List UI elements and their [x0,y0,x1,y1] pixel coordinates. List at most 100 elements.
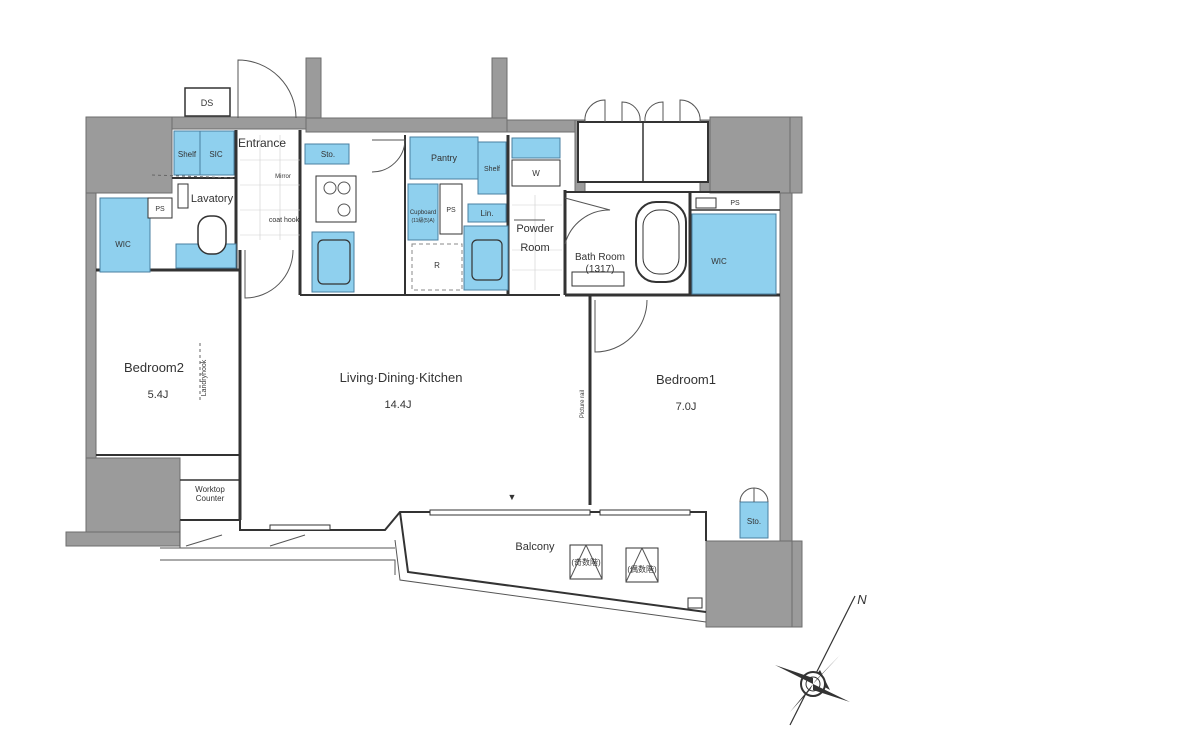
column-bottom-left [85,457,181,547]
powder-vanity-block [463,225,509,291]
sto-balcony-block [739,501,769,539]
label-refrigerator: R [434,261,440,270]
door-bed2-balcony [185,534,223,547]
partitions [96,130,780,520]
column-bottom-right [705,540,793,628]
sliding-window-ldk [429,509,591,516]
label-picture-rail: Picture rail [580,390,586,418]
label-powder-2: Room [520,242,549,254]
label-worktop-2: Counter [196,494,225,503]
label-bath-2: (1317) [586,264,615,275]
marker-arrow: ▼ [508,492,517,502]
label-wic-left: WIC [115,240,131,249]
door-sto-1 [739,487,755,503]
stove [315,175,357,223]
sliding-window-bed1 [599,509,691,516]
kitchen-sink [317,239,351,285]
cupboard-block [407,183,439,241]
label-pantry: Pantry [431,153,458,163]
label-powder-1: Powder [516,223,554,235]
door-entry-hall [244,249,294,299]
ps-left-box [147,197,173,219]
label-ps-kitchen: PS [446,207,456,214]
labels: DS Entrance Shelf SIC Sto. Mirror coat h… [115,98,867,607]
label-sto-entry: Sto. [321,150,335,159]
label-ps-left: PS [155,206,165,213]
label-bedroom1-size: 7.0J [676,401,697,413]
label-entrance: Entrance [238,136,286,150]
label-ldk-size: 14.4J [385,399,412,411]
balcony-area [160,509,707,623]
label-bath-1: Bath Room [575,252,625,263]
lin-block [467,203,507,223]
door-front [237,59,297,119]
cabinet-door-2 [621,101,641,123]
wic-left-block [99,197,151,273]
label-wic-right: WIC [711,257,727,266]
outlet-box [687,597,703,609]
wall-top-kitchen [506,119,576,133]
label-ldk: Living·Dining·Kitchen [340,370,463,385]
label-cupboard-1: Cupboard [410,210,436,216]
balcony-edge [399,511,707,613]
door-bath [564,197,611,245]
washer-box [511,159,561,187]
door-sto-2 [753,487,769,503]
hatch-even [625,547,659,583]
ps-kitchen-box [439,183,463,235]
label-hatch-even: (偶数階) [627,564,657,574]
label-north: N [857,592,867,607]
structural-walls [65,57,803,628]
bath-shelf [571,271,625,287]
column-top-left [85,116,173,194]
hatch-odd [569,544,603,580]
compass-rose-icon [775,595,856,726]
label-lavatory: Lavatory [191,193,234,205]
burner-1 [323,181,337,195]
burner-3 [337,203,351,217]
column-top-right [709,116,793,194]
label-shelf-kitchen: Shelf [484,166,500,173]
label-bedroom2-size: 5.4J [148,389,169,401]
label-bedroom2: Bedroom2 [124,360,184,375]
door-bedroom1 [594,299,648,353]
balcony-edge-outer [394,539,707,623]
doors [151,59,769,547]
label-lin: Lin. [481,209,494,218]
shaft-wall-bottom [305,117,508,133]
exterior-wall-left [85,192,97,459]
bathtub-inner [642,209,680,275]
wall-bottom-left [65,531,181,547]
wall-top-entry [171,116,307,130]
escape-hatches [569,544,659,583]
label-ds: DS [201,98,214,108]
wall-outside-right [789,116,803,194]
ds-box [184,87,231,117]
label-coat-hook: coat hook [269,217,300,224]
label-mirror: Mirror [275,174,291,180]
refrigerator-space [411,243,463,291]
cabinet-door-4 [679,99,701,123]
top-cabinets [577,99,709,183]
wall-outside-right-lower [791,540,803,628]
fixtures [147,87,717,291]
label-sic: SIC [209,150,223,159]
ps-right-box [695,197,717,209]
toilet [197,215,227,255]
label-landry-hook: Landryhook [201,359,208,396]
door-ldk-balcony [269,534,306,547]
vanity-sink [471,239,503,281]
burner-2 [337,181,351,195]
label-ps-right: PS [730,200,740,207]
exterior-wall-right [779,192,793,542]
lavatory-sink [177,183,189,209]
sto-entry-block [304,143,350,165]
cabinet-door-1 [584,99,606,123]
label-worktop-1: Worktop [195,485,225,494]
label-balcony: Balcony [515,541,555,553]
sliding-window-bed2 [269,524,331,531]
bathtub [635,201,687,283]
sic-block [199,130,235,176]
ledge-line-2 [160,559,396,575]
